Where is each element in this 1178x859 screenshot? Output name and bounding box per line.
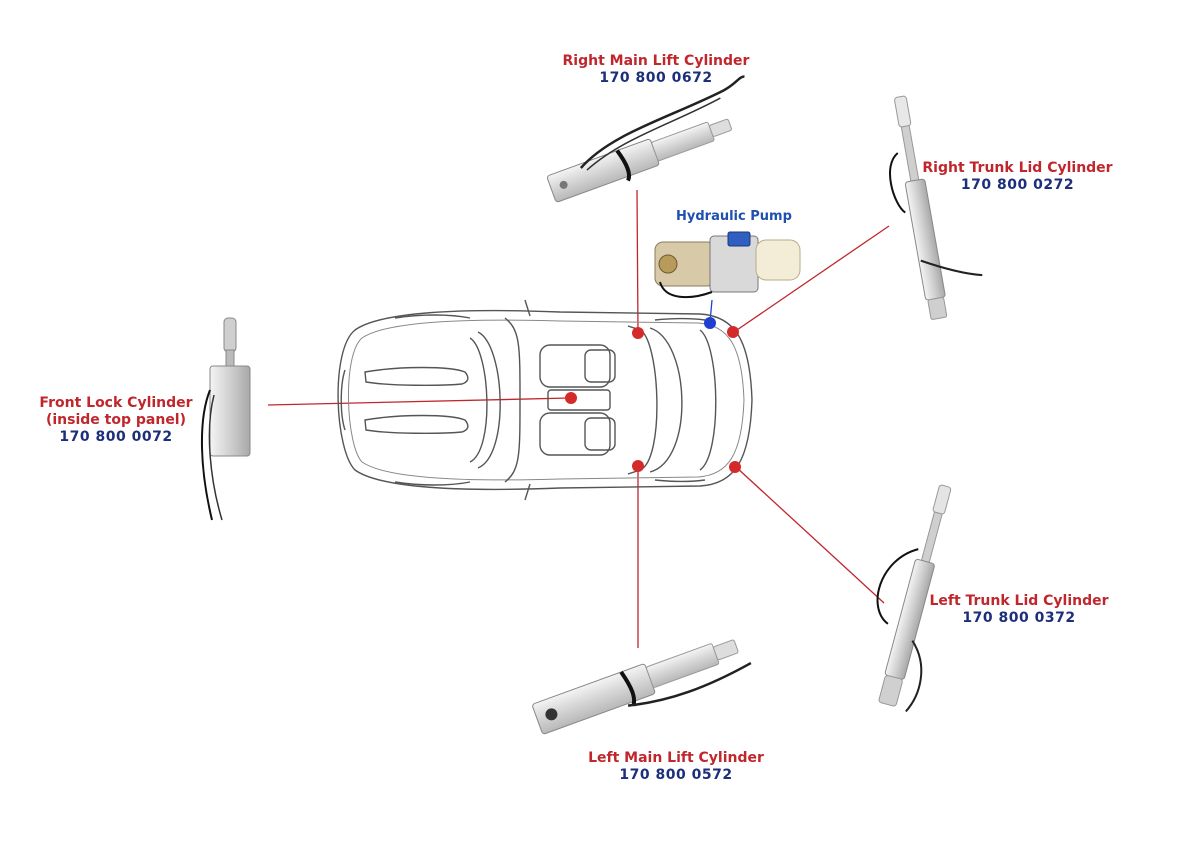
leader-front-lock (267, 397, 571, 406)
right-main-lift-name: Right Main Lift Cylinder (562, 53, 750, 69)
front-lock-note: (inside top panel) (45, 411, 187, 428)
label-left-main-lift: Left Main Lift Cylinder 170 800 0572 (565, 750, 787, 784)
leader-right-trunk-lid (733, 225, 890, 333)
car-top-view (337, 299, 753, 501)
right-main-lift-part-number: 170 800 0672 (599, 69, 713, 86)
left-main-lift-cylinder-image (532, 639, 752, 735)
marker-front-lock (565, 392, 577, 404)
label-right-main-lift: Right Main Lift Cylinder 170 800 0672 (540, 53, 772, 87)
right-trunk-lid-name: Right Trunk Lid Cylinder (922, 160, 1113, 176)
front-lock-cylinder-image (201, 317, 251, 521)
right-trunk-lid-part-number: 170 800 0272 (960, 176, 1075, 193)
label-hydraulic-pump: Hydraulic Pump (676, 209, 792, 224)
left-main-lift-name: Left Main Lift Cylinder (588, 750, 764, 766)
right-main-lift-cylinder-image (546, 75, 745, 203)
label-front-lock: Front Lock Cylinder (inside top panel) 1… (22, 395, 210, 445)
hydraulic-pump-image (654, 231, 801, 299)
marker-right-trunk-lid (727, 326, 739, 338)
left-trunk-lid-name: Left Trunk Lid Cylinder (929, 593, 1109, 609)
right-trunk-lid-cylinder-image (889, 95, 983, 320)
leader-right-main-lift (636, 189, 639, 334)
leader-left-trunk-lid (735, 466, 885, 604)
marker-left-main-lift (632, 460, 644, 472)
label-left-trunk-lid: Left Trunk Lid Cylinder 170 800 0372 (910, 593, 1128, 627)
label-right-trunk-lid: Right Trunk Lid Cylinder 170 800 0272 (905, 160, 1130, 194)
left-main-lift-part-number: 170 800 0572 (619, 766, 733, 783)
leader-lines (267, 189, 890, 648)
marker-left-trunk-lid (729, 461, 741, 473)
marker-right-main-lift (632, 327, 644, 339)
marker-hydraulic-pump (704, 317, 716, 329)
attachment-markers (565, 317, 741, 473)
left-trunk-lid-part-number: 170 800 0372 (962, 609, 1076, 626)
front-lock-name: Front Lock Cylinder (39, 395, 193, 411)
left-trunk-lid-cylinder-image (876, 484, 952, 713)
front-lock-part-number: 170 800 0072 (59, 428, 173, 445)
